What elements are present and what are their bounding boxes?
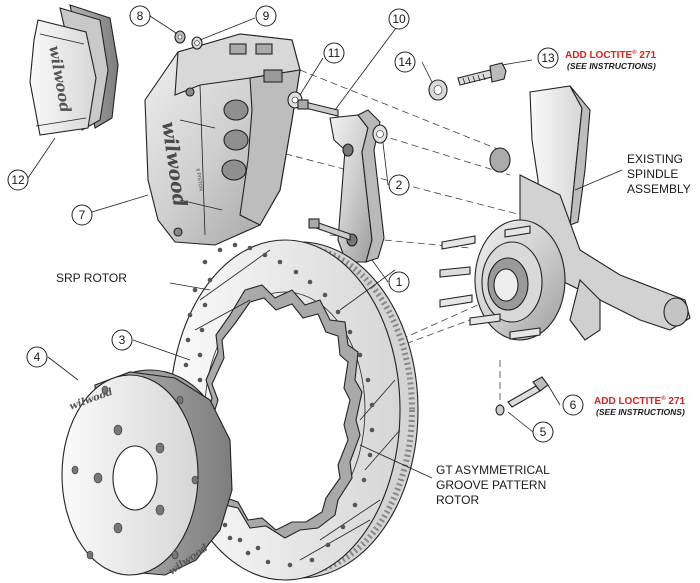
svg-text:ADD LOCTITE® 271: ADD LOCTITE® 271 xyxy=(594,395,686,407)
callout-number: 13 xyxy=(541,51,555,65)
bolt-5 xyxy=(495,376,549,416)
callout-5: 5 xyxy=(532,421,554,443)
caliper: wilwood 6 PISTON xyxy=(144,33,301,246)
rotor xyxy=(169,239,419,581)
callout-number: 3 xyxy=(119,333,126,347)
brake-pads: wilwood xyxy=(29,4,119,136)
mounting-bracket xyxy=(297,99,388,263)
callout-14: 14 xyxy=(394,51,416,73)
callout-7: 7 xyxy=(71,204,93,226)
see-instructions-text: (SEE INSTRUCTIONS) xyxy=(567,61,656,71)
callout-number: 9 xyxy=(263,9,270,23)
gt-label-line-1: GT ASYMMETRICAL xyxy=(436,463,550,477)
wheel-hub xyxy=(439,219,566,341)
registered-mark: ® xyxy=(632,49,637,56)
gt-label-line-3: ROTOR xyxy=(436,493,479,507)
callout-6: 6 xyxy=(562,394,584,416)
see-instructions-text: (SEE INSTRUCTIONS) xyxy=(596,407,685,417)
callout-13: 13 xyxy=(537,47,559,69)
callout-12: 12 xyxy=(7,169,29,191)
callout-2: 2 xyxy=(388,174,410,196)
callout-number: 7 xyxy=(79,208,86,222)
svg-text:ADD LOCTITE® 271: ADD LOCTITE® 271 xyxy=(565,49,657,61)
callout-number: 14 xyxy=(398,55,412,69)
callout-number: 8 xyxy=(137,9,144,23)
callout-number: 6 xyxy=(570,398,577,412)
callout-10: 10 xyxy=(388,8,410,30)
callout-number: 10 xyxy=(392,12,406,26)
callout-number: 12 xyxy=(11,173,25,187)
hardware-13-14 xyxy=(428,62,507,101)
callout-number: 2 xyxy=(396,178,403,192)
spindle-assembly xyxy=(489,85,691,341)
callout-9: 9 xyxy=(255,5,277,27)
leader-lines xyxy=(27,15,623,479)
rotor-hat: wilwood wilwood xyxy=(61,369,233,577)
caliper-subtext: 6 PISTON xyxy=(194,168,203,192)
callout-3: 3 xyxy=(111,329,133,351)
spindle-label: SPINDLE xyxy=(627,167,678,181)
loctite-note-top: ADD LOCTITE® 271 (SEE INSTRUCTIONS) xyxy=(565,49,657,71)
loctite-number: 271 xyxy=(666,396,686,407)
registered-mark: ® xyxy=(661,395,666,402)
callout-4: 4 xyxy=(26,346,48,368)
callout-1: 1 xyxy=(388,271,410,293)
srp-rotor-label: SRP ROTOR xyxy=(56,271,127,285)
assembly-label: ASSEMBLY xyxy=(627,182,691,196)
gt-label-line-2: GROOVE PATTERN xyxy=(436,478,546,492)
callout-8: 8 xyxy=(129,5,151,27)
callout-number: 4 xyxy=(34,350,41,364)
callout-number: 1 xyxy=(396,275,403,289)
callout-number: 5 xyxy=(540,425,547,439)
loctite-text: ADD LOCTITE xyxy=(565,50,633,61)
callout-11: 11 xyxy=(323,42,345,64)
loctite-note-bottom: ADD LOCTITE® 271 (SEE INSTRUCTIONS) xyxy=(594,395,686,417)
loctite-text: ADD LOCTITE xyxy=(594,396,662,407)
loctite-number: 271 xyxy=(637,50,657,61)
existing-label: EXISTING xyxy=(627,152,683,166)
callout-number: 11 xyxy=(328,46,341,60)
